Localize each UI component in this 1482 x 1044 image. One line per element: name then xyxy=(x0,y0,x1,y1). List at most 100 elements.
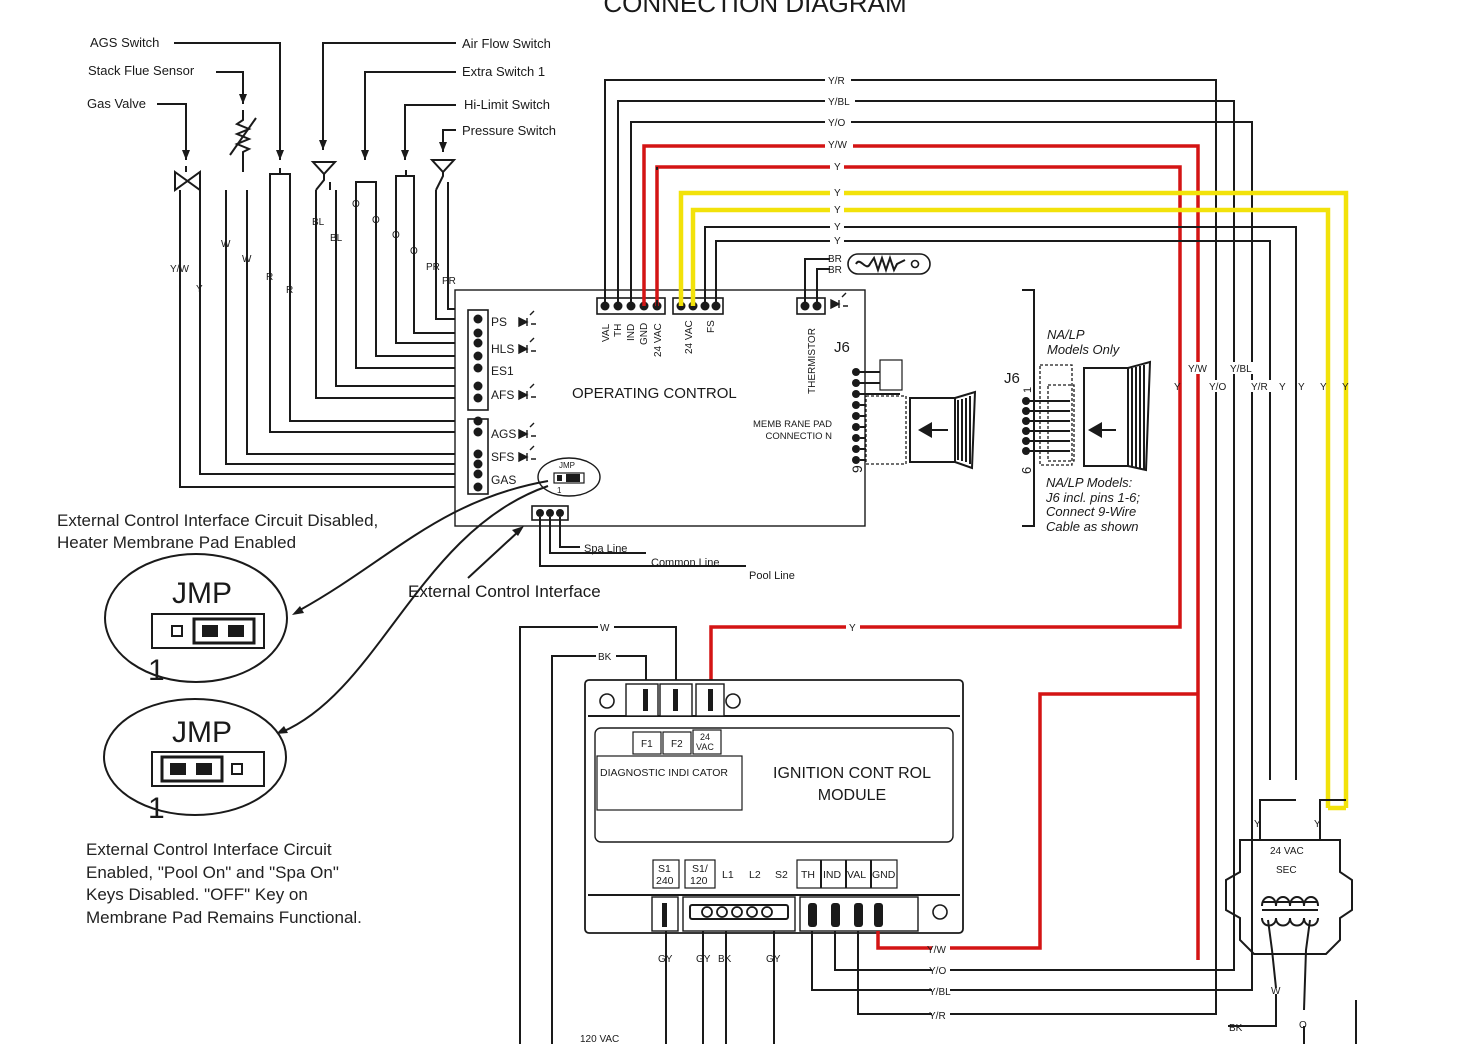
svg-text:Y/W: Y/W xyxy=(1188,364,1207,375)
svg-text:L1: L1 xyxy=(722,869,734,881)
j6-detail-pins xyxy=(1022,364,1075,466)
transformer-o: O xyxy=(1299,1020,1307,1031)
external-control-arrow xyxy=(467,529,521,579)
ext-pin-spa xyxy=(536,509,544,517)
label-gas-valve: Gas Valve xyxy=(87,96,146,111)
label-hi-limit-switch: Hi-Limit Switch xyxy=(464,97,550,112)
svg-text:Y: Y xyxy=(1174,382,1181,393)
svg-text:120: 120 xyxy=(690,875,708,887)
arrowhead xyxy=(276,726,288,734)
jumper-enabled-line-1: External Control Interface Circuit xyxy=(86,840,332,859)
label-pressure-switch: Pressure Switch xyxy=(462,123,556,138)
vac24-label-a: 24 xyxy=(700,732,710,742)
external-control-label: External Control Interface xyxy=(408,582,601,601)
transformer-y-b: Y xyxy=(1314,819,1321,830)
vac120-label: 120 VAC xyxy=(580,1034,619,1044)
j6-detail-pin6: 6 xyxy=(1019,467,1034,474)
svg-text:GY: GY xyxy=(658,954,673,965)
vac24-terminal xyxy=(692,729,722,755)
svg-text:O: O xyxy=(392,230,400,241)
j6-detail-label: J6 xyxy=(1004,370,1020,387)
label-extra-switch-1: Extra Switch 1 xyxy=(462,64,545,79)
svg-text:Y: Y xyxy=(834,162,841,173)
external-lines xyxy=(539,517,746,567)
fuse-f2 xyxy=(662,731,692,755)
svg-text:BR: BR xyxy=(828,254,842,265)
svg-text:PR: PR xyxy=(426,262,440,273)
ignition-label-2: MODULE xyxy=(818,787,886,804)
nalp-note-2: J6 incl. pins 1-6; xyxy=(1045,490,1140,505)
svg-text:VAL: VAL xyxy=(847,869,866,881)
transformer-bk: BK xyxy=(1229,1023,1243,1034)
svg-text:R: R xyxy=(266,272,273,283)
transformer-icon xyxy=(1225,799,1357,1044)
extra-switch-icon xyxy=(355,181,377,190)
jmp-pin-a xyxy=(557,475,562,481)
j6-pin9: 9 xyxy=(849,465,865,473)
pressure-switch-icon xyxy=(429,159,457,191)
air-flow-switch-icon xyxy=(310,161,338,191)
svg-text:1: 1 xyxy=(148,792,165,825)
svg-text:Y: Y xyxy=(1342,382,1349,393)
left-wire-codes: Y/W Y W W R R BL BL O O O O PR PR xyxy=(170,199,456,296)
svg-text:Y/BL: Y/BL xyxy=(828,97,850,108)
diagnostic-indicator-box xyxy=(596,755,743,811)
nalp-note-1: NA/LP Models: xyxy=(1046,475,1133,490)
ext-pin-common xyxy=(546,509,554,517)
jmp-board-one: 1 xyxy=(557,486,562,495)
jumper-enabled-note: External Control Interface Circuit Enabl… xyxy=(86,839,362,929)
jmp-arrow-lower xyxy=(281,485,549,733)
svg-text:Y: Y xyxy=(834,236,841,247)
svg-text:SFS: SFS xyxy=(491,450,514,464)
svg-text:24 VAC: 24 VAC xyxy=(653,323,664,357)
svg-text:GND: GND xyxy=(639,323,650,345)
gas-valve-icon xyxy=(174,166,201,192)
svg-text:S1/: S1/ xyxy=(692,863,708,875)
svg-text:JMP: JMP xyxy=(172,577,232,610)
operating-control-label: OPERATING CONTROL xyxy=(572,385,737,402)
bottom-terminal-blocks xyxy=(651,896,919,932)
svg-text:TH: TH xyxy=(801,869,815,881)
fuse-f1 xyxy=(632,731,662,755)
svg-text:AFS: AFS xyxy=(491,388,514,402)
diagram-title: CONNECTION DIAGRAM xyxy=(603,0,906,18)
top-wire-harness xyxy=(604,79,1349,960)
jumper-detail-disabled: JMP 1 xyxy=(104,553,288,687)
svg-text:GY: GY xyxy=(696,954,711,965)
svg-text:R: R xyxy=(286,285,293,296)
ext-pin-pool xyxy=(556,509,564,517)
svg-text:Y: Y xyxy=(849,623,856,634)
svg-text:S1: S1 xyxy=(658,863,671,875)
nalp-title-2: Models Only xyxy=(1047,342,1121,357)
svg-text:GY: GY xyxy=(766,954,781,965)
svg-text:BK: BK xyxy=(598,652,612,663)
arrowhead xyxy=(292,606,304,615)
spa-line-label: Spa Line xyxy=(584,543,627,555)
svg-text:W: W xyxy=(242,254,252,265)
label-air-flow-switch: Air Flow Switch xyxy=(462,36,551,51)
svg-text:GND: GND xyxy=(872,869,896,881)
svg-text:Y/R: Y/R xyxy=(828,76,845,87)
vac24-label-b: VAC xyxy=(696,742,714,752)
diagnostic-indicator-label: DIAGNOSTIC INDI CATOR xyxy=(600,767,728,779)
jumper-disabled-line-2: Heater Membrane Pad Enabled xyxy=(57,533,297,552)
svg-text:Y: Y xyxy=(1279,382,1286,393)
transformer-label-1: 24 VAC xyxy=(1270,846,1304,857)
thermistor-probe-icon xyxy=(847,253,931,275)
mount-hole xyxy=(725,693,741,709)
mount-hole xyxy=(932,904,948,920)
transformer-label-2: SEC xyxy=(1276,865,1297,876)
svg-text:Y/W: Y/W xyxy=(828,140,847,151)
svg-text:IND: IND xyxy=(823,869,842,881)
nalp-title: NA/LP xyxy=(1047,327,1085,342)
svg-text:Y/BL: Y/BL xyxy=(929,987,951,998)
ags-switch-icon xyxy=(269,168,291,190)
arrowhead xyxy=(512,526,524,536)
connector-top-b xyxy=(672,297,724,315)
svg-text:W: W xyxy=(600,623,610,634)
jumper-disabled-note: External Control Interface Circuit Disab… xyxy=(57,510,378,554)
label-ags-switch: AGS Switch xyxy=(90,35,159,50)
top-pin-labels: VAL TH IND GND 24 VAC 24 VAC FS THERMIST… xyxy=(601,320,818,394)
svg-text:L2: L2 xyxy=(749,869,761,881)
bottom-terminal-strip xyxy=(652,859,898,889)
